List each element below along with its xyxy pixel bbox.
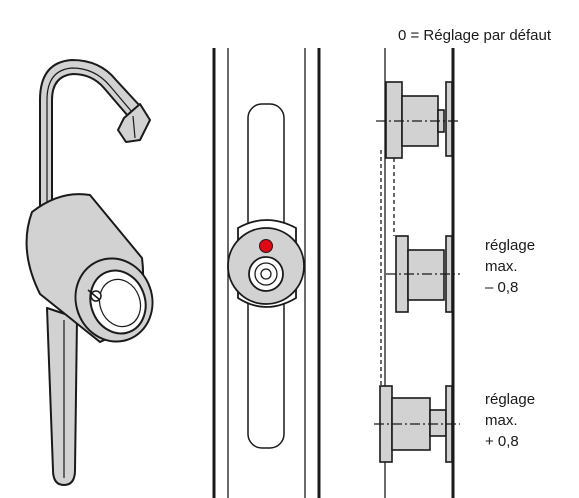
hinge-pin-default-icon bbox=[376, 81, 460, 159]
label-max-plus-line3: + 0,8 bbox=[485, 433, 519, 450]
position-indicator-dot bbox=[259, 239, 273, 253]
label-max-minus: réglage max. – 0,8 bbox=[485, 237, 535, 296]
eccentric-tool-icon bbox=[25, 193, 154, 344]
hinge-pin-max-plus-icon bbox=[374, 385, 460, 463]
hinge-pin-max-minus-icon bbox=[386, 235, 460, 313]
label-max-plus-line1: réglage bbox=[485, 391, 535, 408]
default-setting-note: 0 = Réglage par défaut bbox=[398, 27, 552, 44]
label-max-minus-line2: max. bbox=[485, 258, 518, 275]
label-max-plus: réglage max. + 0,8 bbox=[485, 391, 535, 450]
label-max-plus-line2: max. bbox=[485, 412, 518, 429]
label-max-minus-line1: réglage bbox=[485, 237, 535, 254]
label-max-minus-line3: – 0,8 bbox=[485, 279, 518, 296]
eccentric-adjuster-icon bbox=[227, 219, 305, 308]
reference-dashed-lines bbox=[380, 150, 395, 386]
